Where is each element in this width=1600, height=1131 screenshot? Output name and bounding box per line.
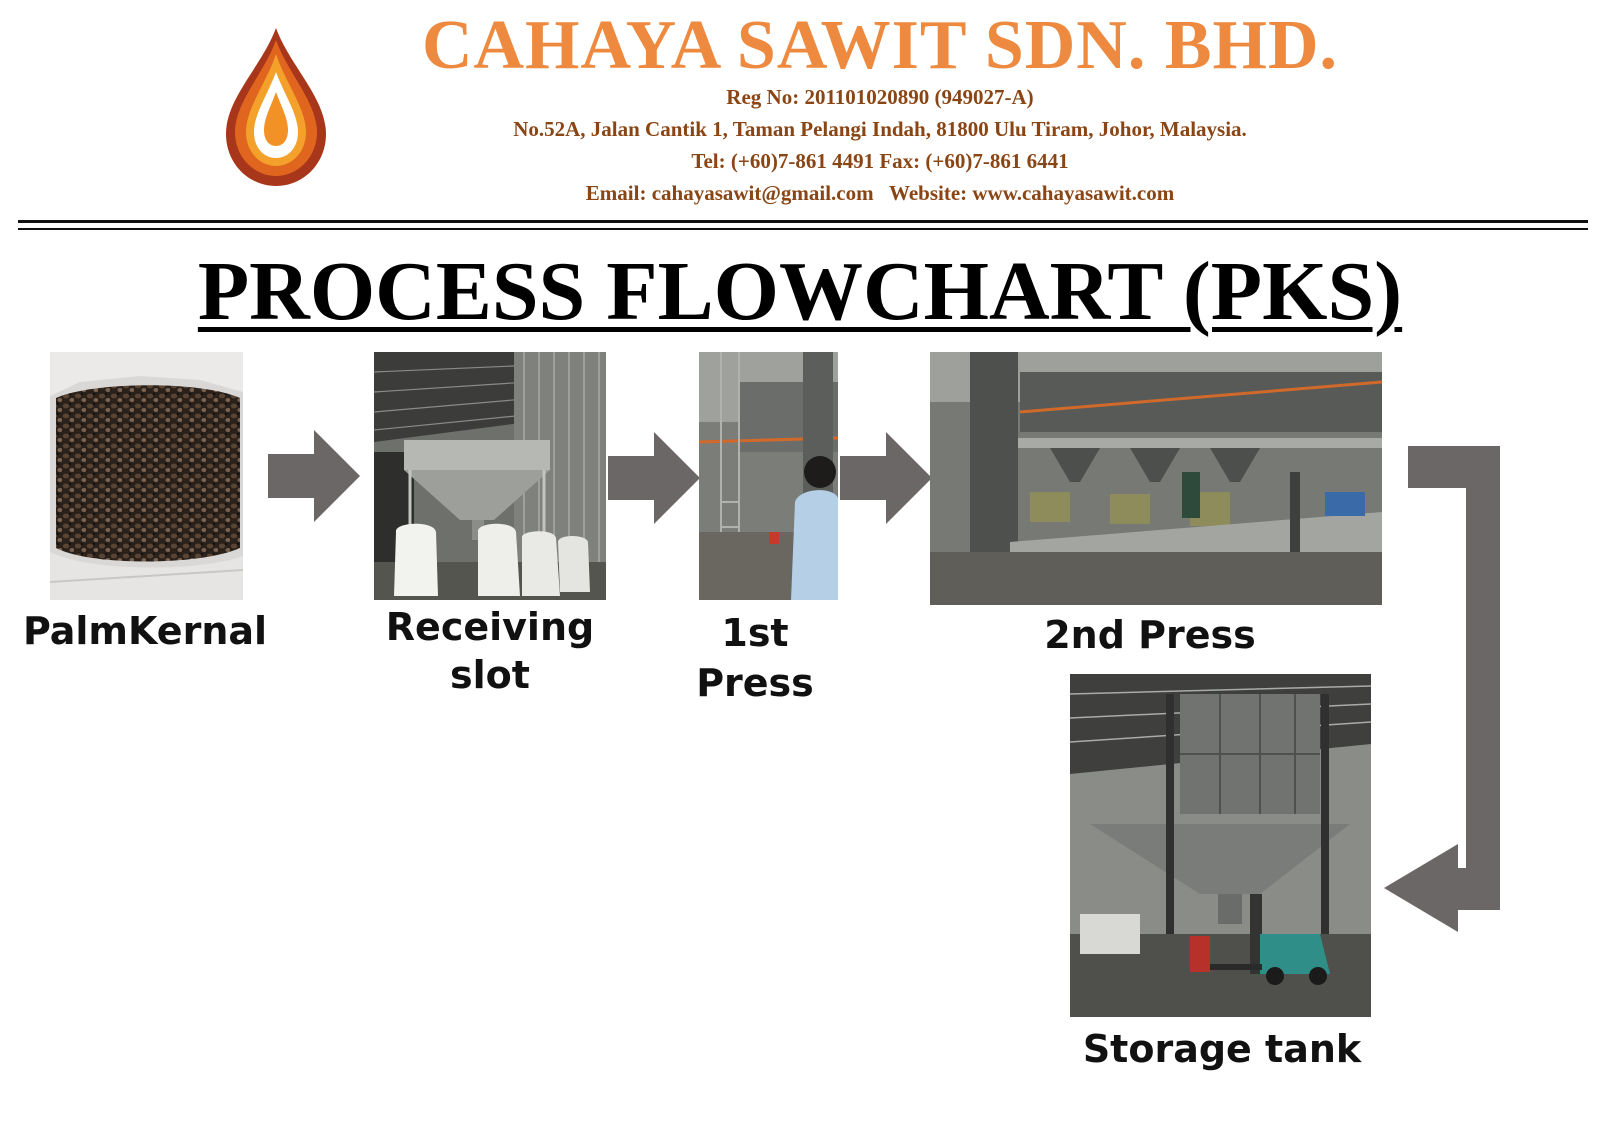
company-address: No.52A, Jalan Cantik 1, Taman Pelangi In…	[513, 117, 1247, 141]
receiving-slot-photo	[374, 352, 606, 600]
step-label-1st-press: 1st Press	[696, 611, 814, 705]
palm-kernel-photo	[50, 352, 243, 600]
company-logo-icon	[222, 26, 330, 188]
registration-number: Reg No: 201101020890 (949027-A)	[726, 85, 1034, 109]
phone-fax: Tel: (+60)7-861 4491 Fax: (+60)7-861 644…	[691, 149, 1069, 173]
flow-arrow-3	[840, 432, 932, 524]
flow-arrow-1	[268, 430, 360, 522]
header-divider-top	[18, 220, 1588, 223]
header-divider-bottom	[18, 228, 1588, 230]
step-label-receiving-slot: Receiving slot	[385, 605, 595, 697]
step-label-2nd-press: 2nd Press	[1044, 613, 1256, 657]
step-label-storage-tank: Storage tank	[1082, 1027, 1362, 1071]
flow-arrow-2	[608, 432, 700, 524]
company-name: CAHAYA SAWIT SDN. BHD.	[421, 7, 1339, 84]
second-press-photo	[930, 352, 1382, 605]
storage-tank-photo	[1070, 674, 1371, 1017]
first-press-photo	[699, 352, 838, 600]
page-title: PROCESS FLOWCHART (PKS)	[197, 245, 1403, 338]
flow-arrow-4	[1380, 440, 1504, 936]
step-label-palmkernal: PalmKernal	[22, 609, 268, 653]
email-website: Email: cahayasawit@gmail.com Website: ww…	[585, 181, 1175, 205]
